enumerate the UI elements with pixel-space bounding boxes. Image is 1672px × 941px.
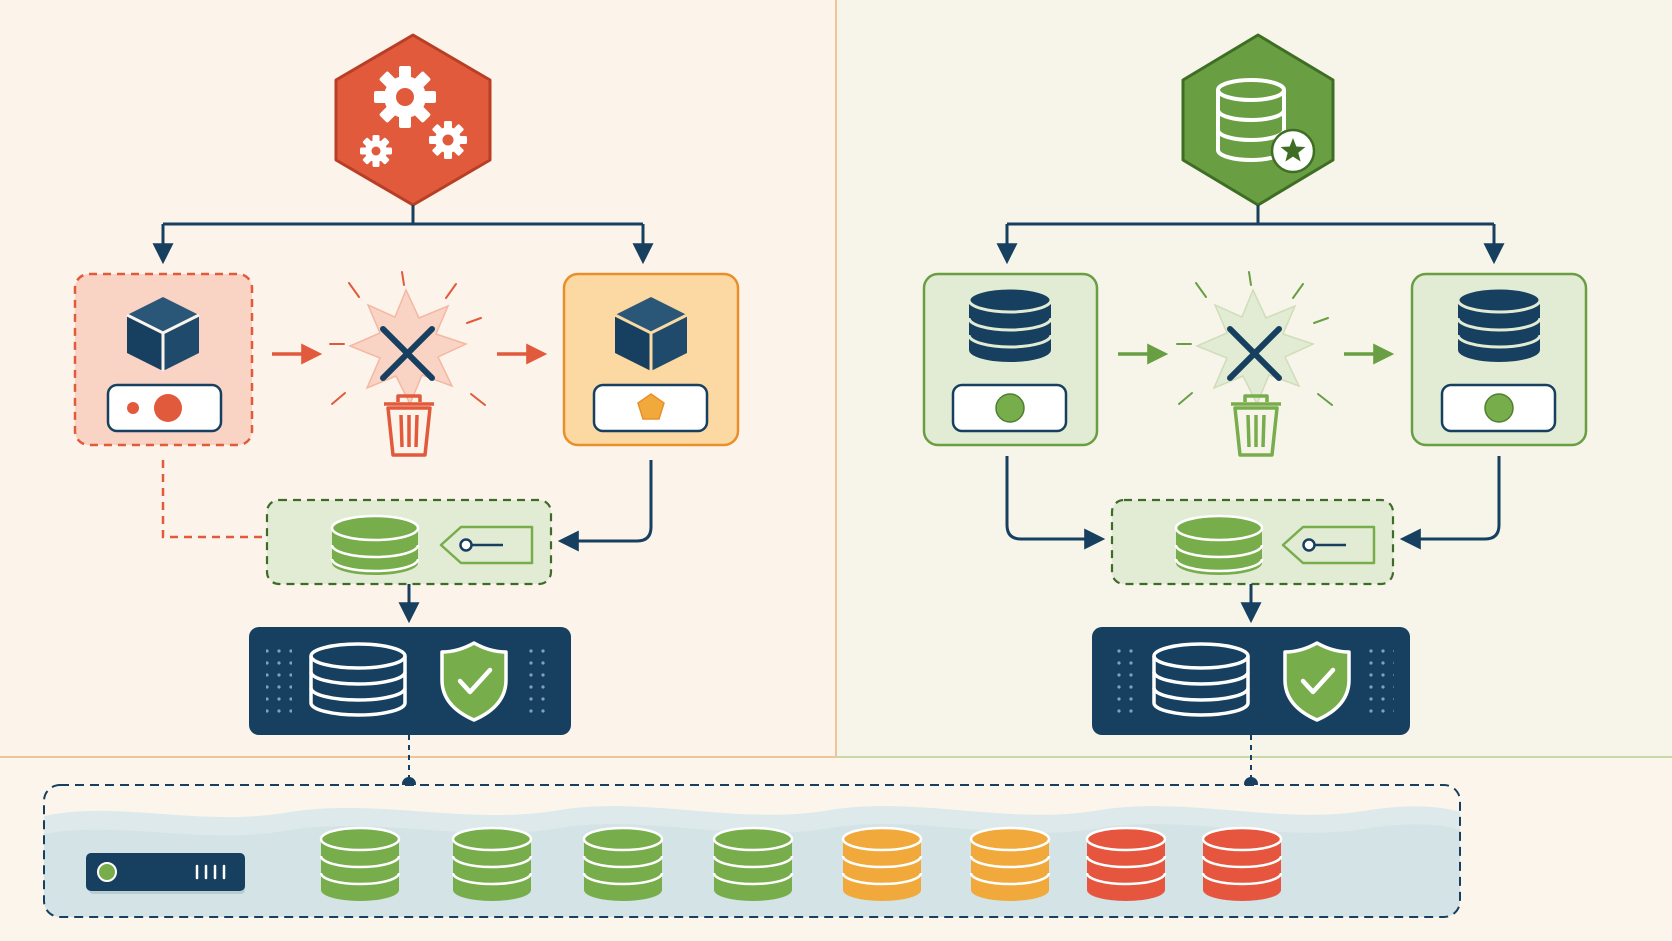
- right-deleted-pod: [1176, 271, 1333, 457]
- left-new-node: [562, 272, 740, 447]
- x-icon: [380, 326, 435, 381]
- green-database-icon: [330, 514, 420, 575]
- disk-green-icon: [451, 826, 533, 901]
- left-claim-box: [265, 498, 553, 586]
- left-old-node: [73, 272, 254, 447]
- right-root-connectors: [996, 205, 1505, 265]
- left-new-node-claim-link: [557, 460, 653, 552]
- left-old-node-claim-link: [161, 460, 265, 539]
- storage-pool-border: [43, 784, 1461, 918]
- disk-green-icon: [712, 826, 794, 901]
- disk-red-icon: [1201, 826, 1283, 901]
- left-volume-box: [249, 627, 571, 735]
- disk-green-icon: [319, 826, 401, 901]
- right-new-node-claim-link: [1399, 456, 1501, 550]
- green-dot-icon: [995, 393, 1025, 423]
- disk-red-icon: [1085, 826, 1167, 901]
- trash-icon: [1231, 394, 1281, 457]
- left-root-node: [334, 33, 492, 207]
- tag-icon: [439, 525, 534, 565]
- trash-icon: [384, 394, 434, 457]
- left-deleted-pod: [329, 271, 486, 457]
- database-icon: [309, 642, 407, 717]
- red-dot-icon: [154, 394, 182, 422]
- right-root-node: [1181, 33, 1335, 207]
- database-icon: [1152, 642, 1250, 717]
- disk-green-icon: [582, 826, 664, 901]
- database-icon: [1456, 286, 1542, 362]
- right-new-node: [1410, 272, 1588, 447]
- cube-icon: [126, 297, 200, 371]
- gears-icon: [360, 66, 467, 167]
- right-claim-box: [1110, 498, 1395, 586]
- green-dot-icon: [1484, 393, 1514, 423]
- storage-disks: [319, 826, 1283, 901]
- orange-pentagon-icon: [637, 393, 665, 420]
- right-old-node-claim-link: [1005, 456, 1106, 550]
- tag-icon: [1281, 525, 1376, 565]
- disk-yellow-icon: [841, 826, 923, 901]
- right-volume-box: [1092, 627, 1410, 735]
- storage-server-icon: [86, 853, 245, 894]
- left-root-connectors: [152, 205, 654, 265]
- shield-check-icon: [440, 641, 508, 722]
- database-icon: [967, 286, 1053, 362]
- small-red-dot-icon: [127, 402, 139, 414]
- cube-icon: [614, 297, 688, 371]
- disk-yellow-icon: [969, 826, 1051, 901]
- right-old-node: [922, 272, 1099, 447]
- shield-check-icon: [1283, 641, 1351, 722]
- green-database-icon: [1174, 514, 1264, 575]
- x-icon: [1227, 326, 1282, 381]
- database-star-icon: [1216, 78, 1316, 174]
